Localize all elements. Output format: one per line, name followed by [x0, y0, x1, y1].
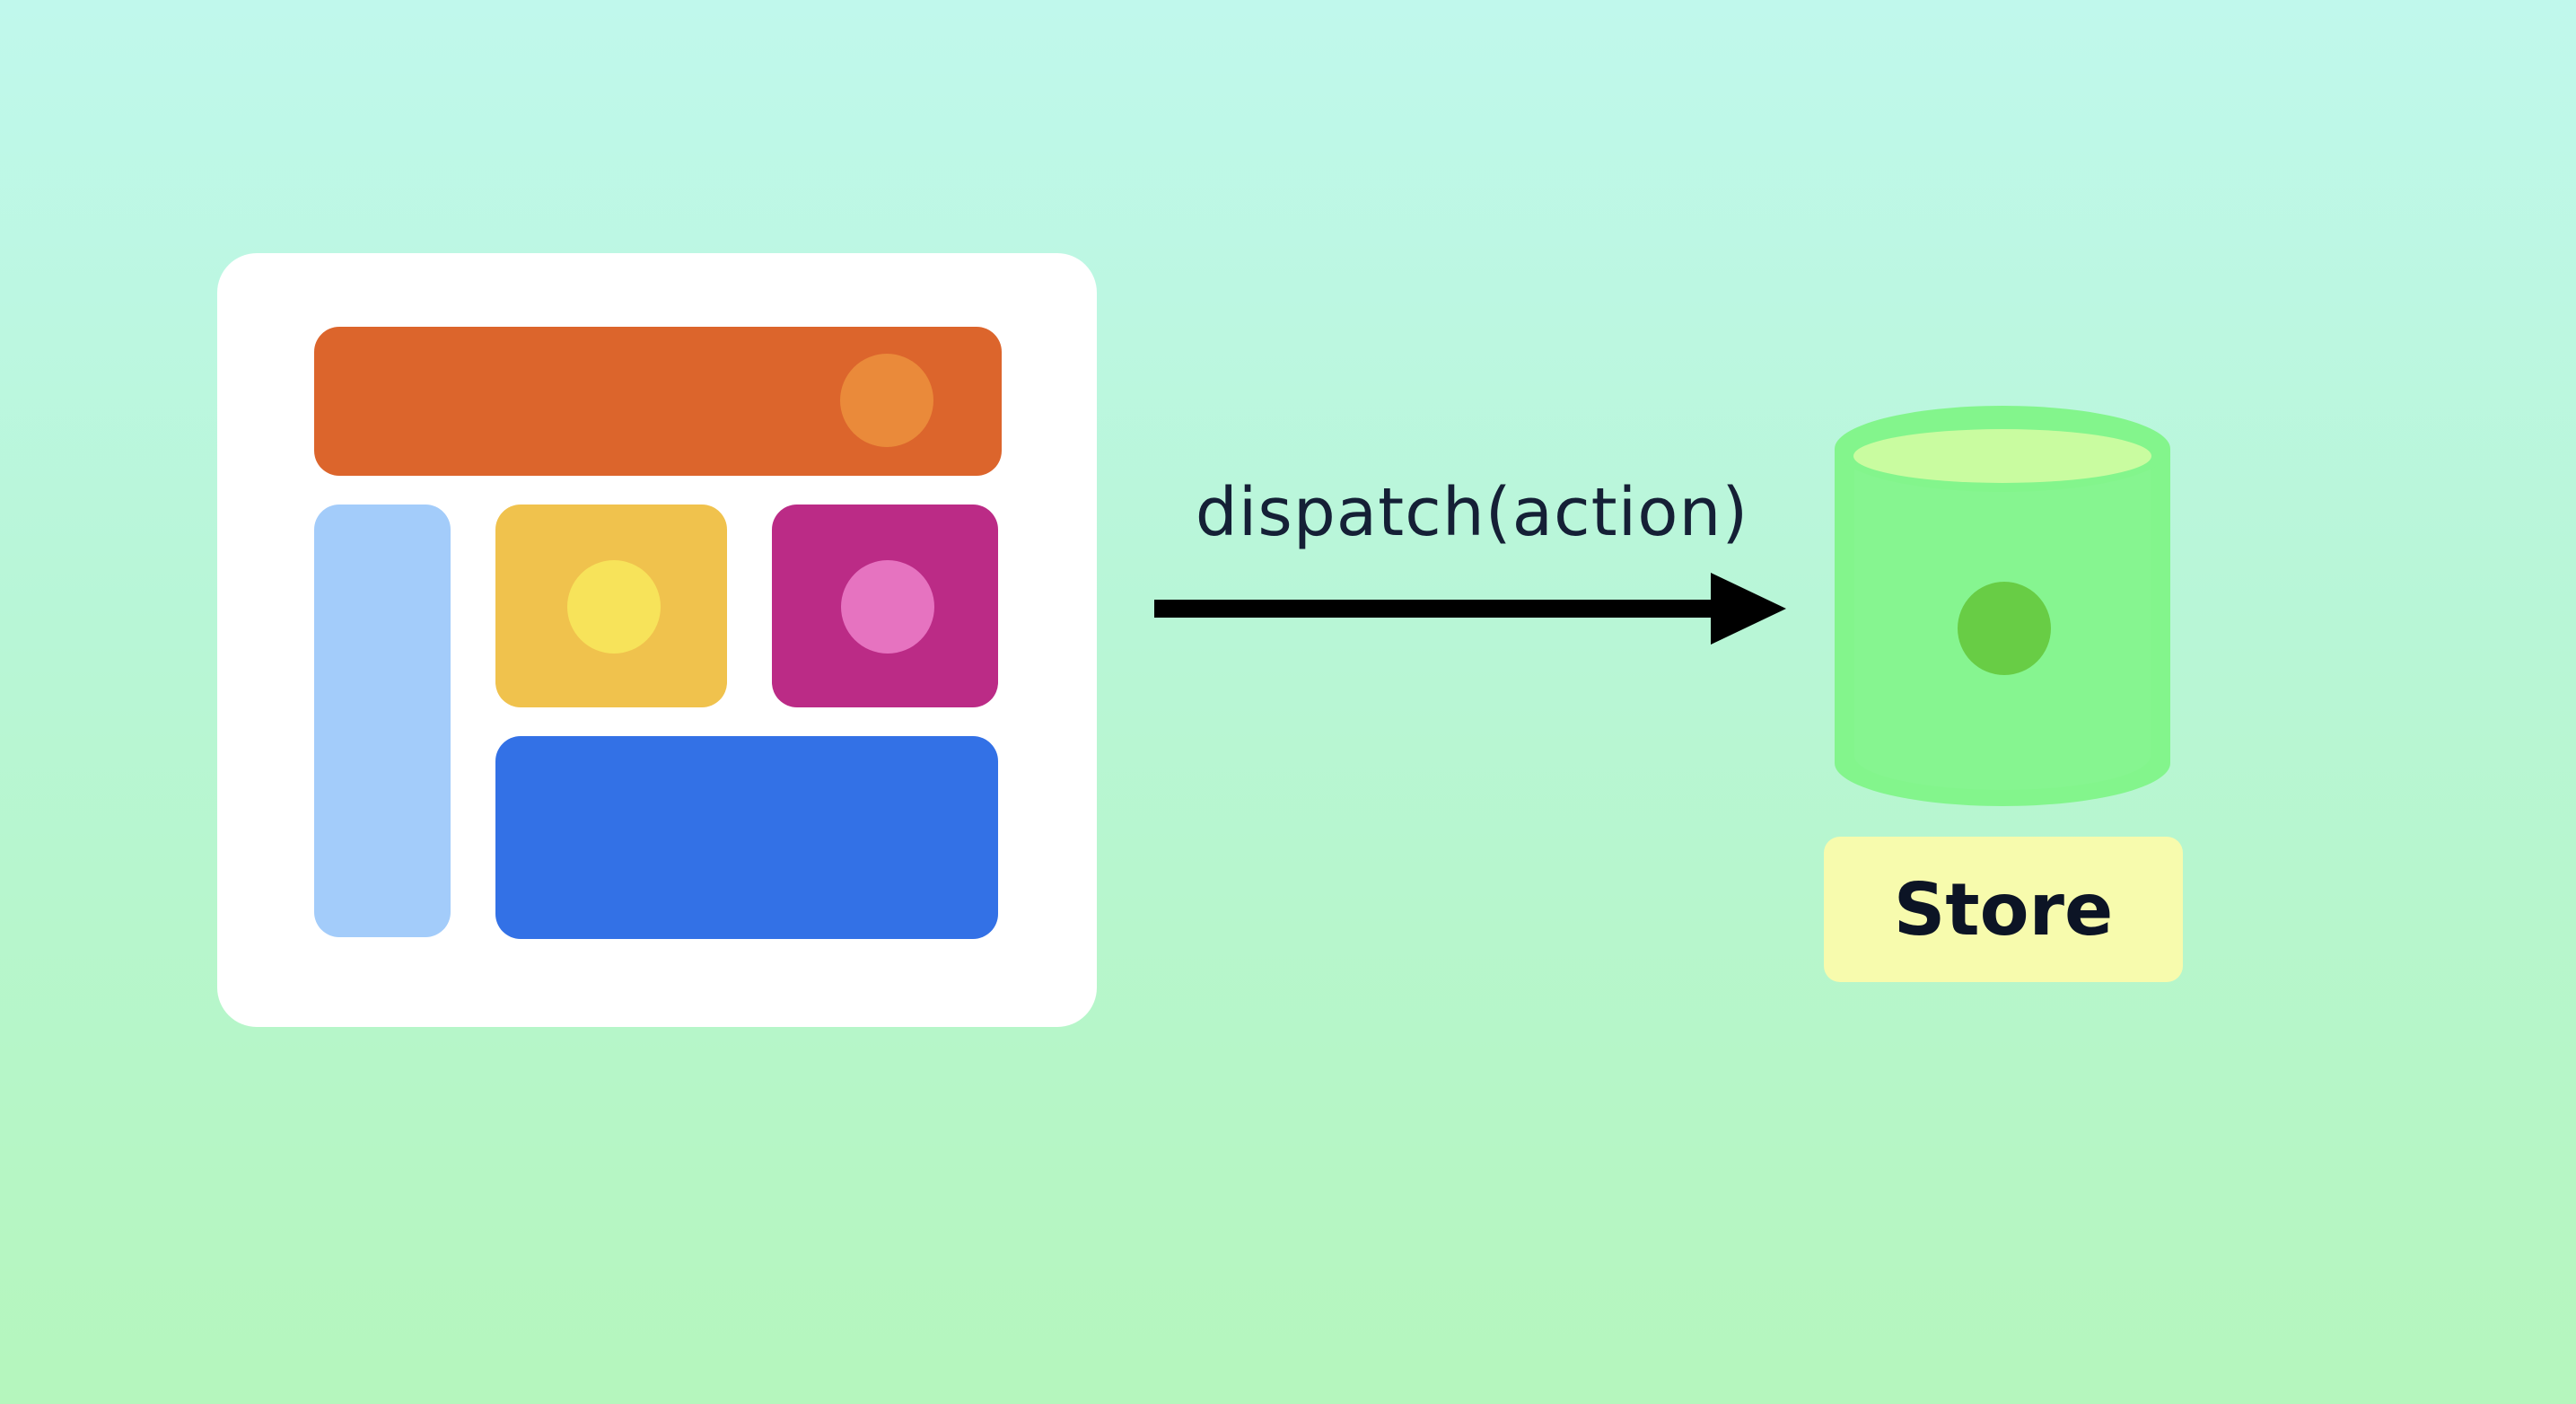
sidebar-block [314, 505, 451, 937]
store-database-icon [1835, 406, 2170, 806]
magenta-card-dot [841, 560, 934, 654]
header-dot [840, 354, 933, 447]
header-block [314, 327, 1002, 476]
content-block [495, 736, 998, 939]
dispatch-arrow [1154, 573, 1786, 645]
ui-component-mockup [217, 253, 1097, 1027]
yellow-card-block [495, 505, 727, 707]
arrow-head [1711, 573, 1786, 645]
store-label: Store [1824, 837, 2183, 982]
store-cylinder-top [1853, 429, 2151, 483]
store-dot [1958, 582, 2051, 675]
arrow-shaft [1154, 600, 1720, 618]
yellow-card-dot [567, 560, 661, 654]
dispatch-action-label: dispatch(action) [1195, 474, 1749, 551]
magenta-card-block [772, 505, 998, 707]
